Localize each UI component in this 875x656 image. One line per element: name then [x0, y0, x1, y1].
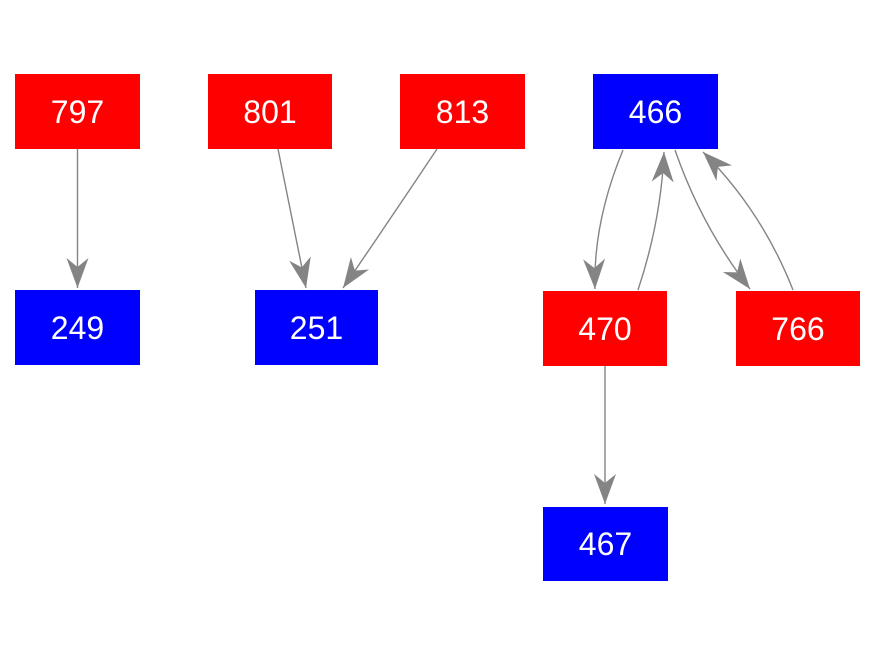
graph-node-797[interactable]: 797 — [15, 74, 140, 149]
graph-node-251[interactable]: 251 — [255, 290, 378, 365]
node-label: 466 — [628, 93, 683, 130]
graph-node-467[interactable]: 467 — [543, 507, 668, 581]
node-label: 470 — [578, 310, 632, 347]
node-label: 797 — [50, 93, 105, 130]
arrowhead-466-470 — [583, 258, 606, 289]
graph-node-470[interactable]: 470 — [543, 291, 667, 366]
node-label: 813 — [435, 93, 490, 130]
graph-node-466[interactable]: 466 — [593, 74, 718, 149]
arrowhead-766-466 — [703, 152, 732, 181]
edge-813-251 — [342, 148, 438, 289]
node-label: 251 — [289, 309, 344, 346]
node-label: 766 — [771, 310, 825, 347]
graph-node-766[interactable]: 766 — [736, 291, 860, 366]
arrowhead-470-466 — [651, 152, 674, 183]
arrowhead-797-249 — [66, 258, 89, 288]
arrowhead-470-467 — [594, 474, 616, 504]
graph-node-813[interactable]: 813 — [400, 74, 525, 149]
graph-node-249[interactable]: 249 — [15, 290, 140, 365]
node-label: 801 — [243, 93, 297, 130]
node-label: 467 — [578, 526, 633, 562]
edge-801-251 — [277, 148, 307, 289]
node-label: 249 — [50, 309, 105, 346]
arrowhead-801-251 — [289, 256, 311, 288]
graph-node-801[interactable]: 801 — [208, 74, 332, 149]
arrowhead-813-251 — [343, 257, 370, 288]
arrowhead-466-766 — [722, 258, 750, 289]
